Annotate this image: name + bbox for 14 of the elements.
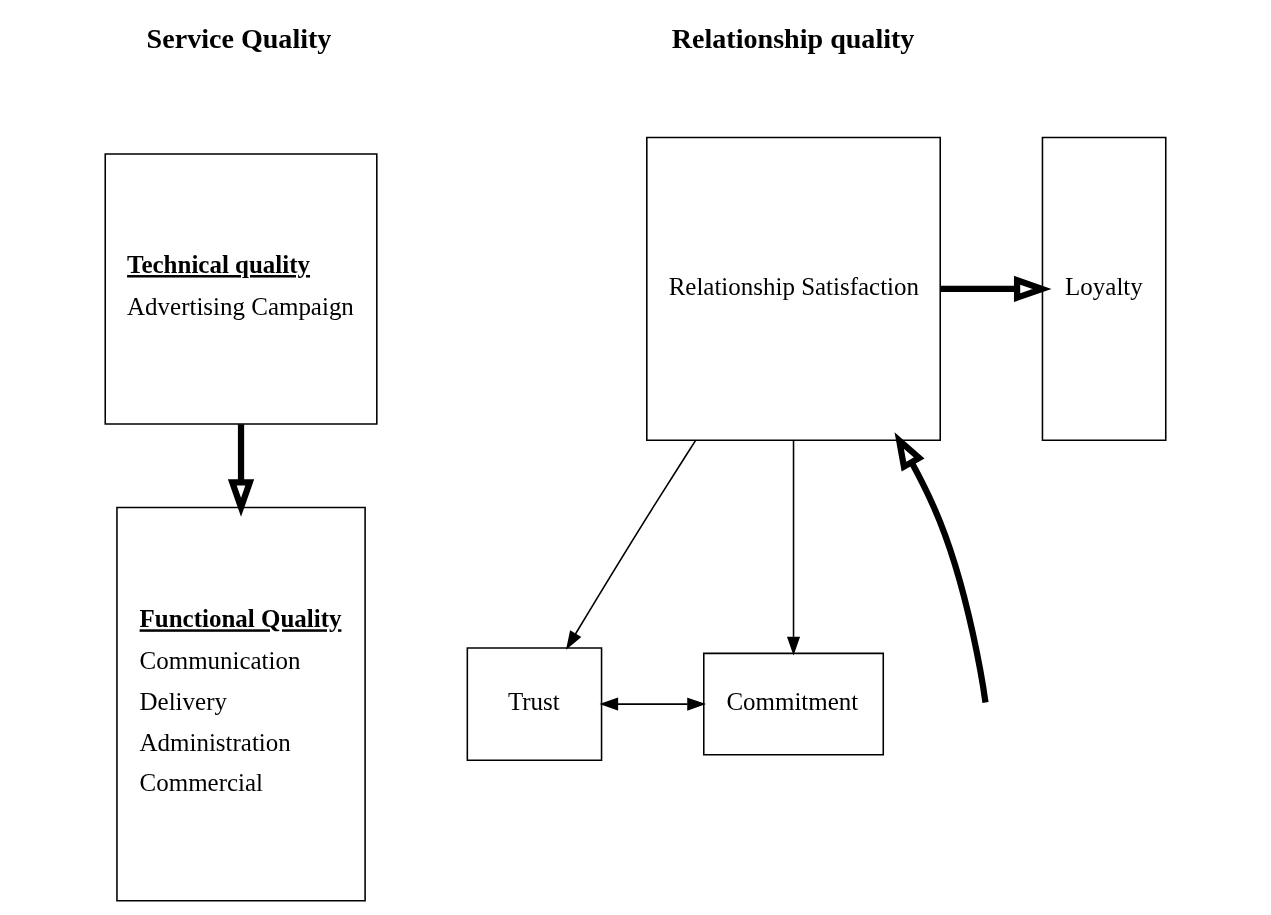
node-box: Relationship Satisfaction [646,136,941,442]
arrow [786,439,801,656]
label: Service Quality [146,22,332,54]
node-box: Functional Quality Communication Delivery Administration Commercial [116,506,366,902]
arrow [894,432,989,703]
arrow [227,424,255,517]
node-box: Trust [466,647,603,762]
node-box: Commitment [703,652,885,756]
arrow [566,439,697,650]
node-box: Loyalty [1041,136,1167,442]
arrow [599,697,706,711]
node-box: Technical quality Advertising Campaign [104,153,378,425]
arrow [940,275,1052,303]
label: Relationship quality [671,22,915,54]
